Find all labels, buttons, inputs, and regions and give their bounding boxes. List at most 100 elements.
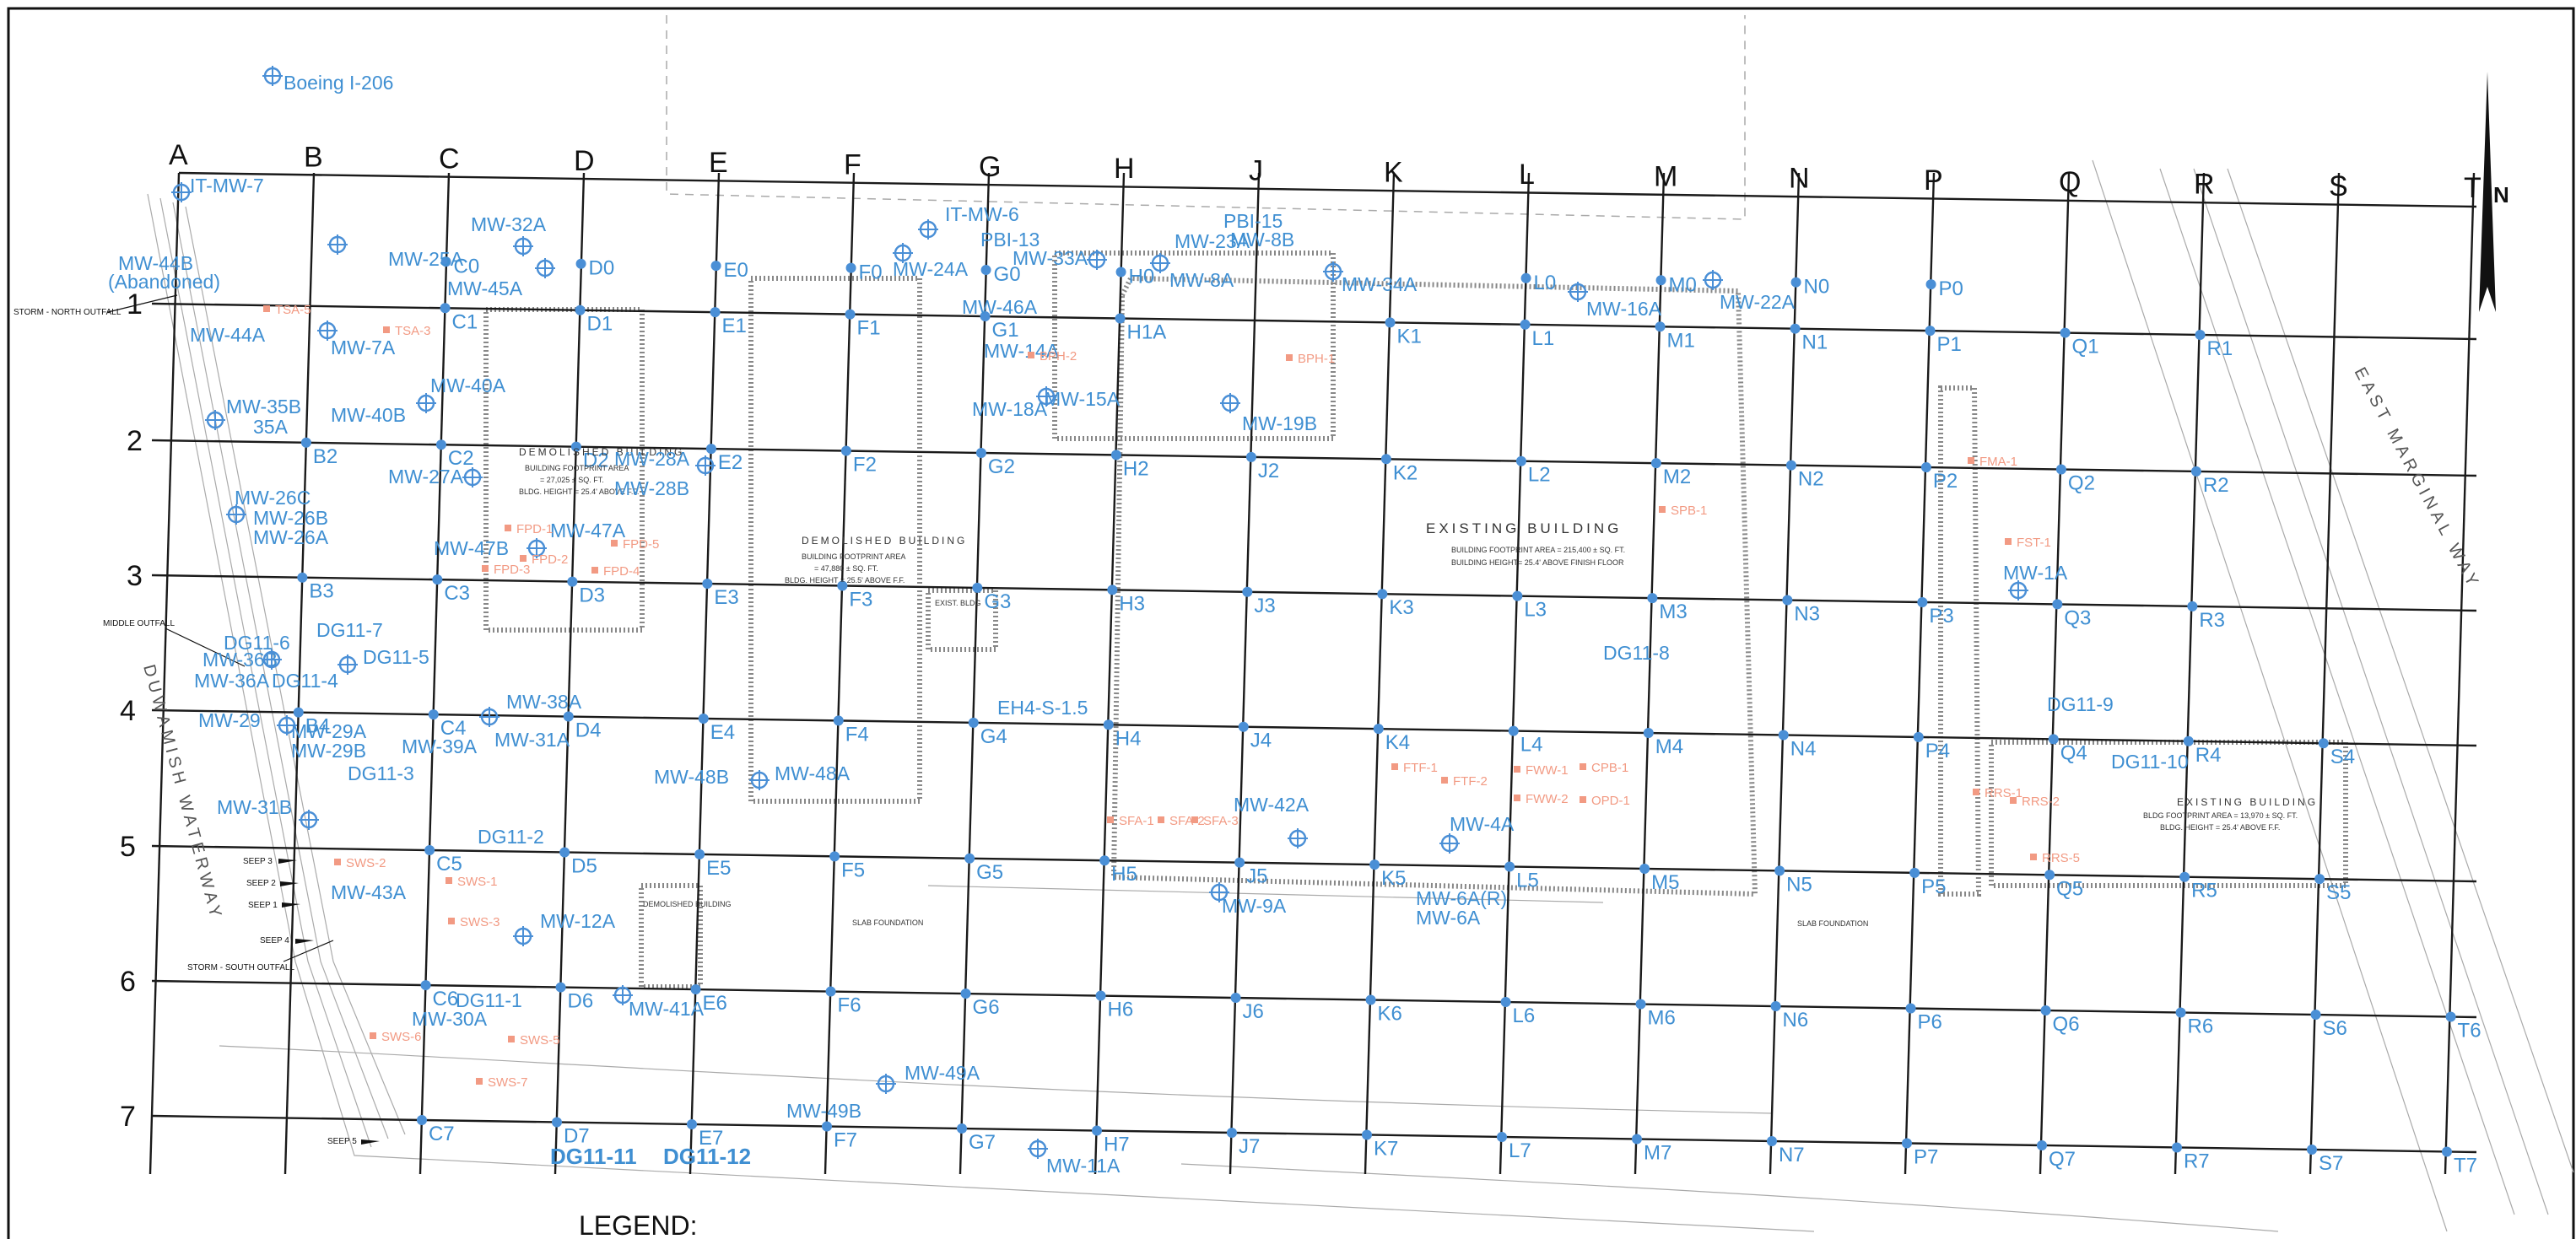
sample-tsa-5: TSA-5 <box>275 303 311 317</box>
grid-node-J2: J2 <box>1258 460 1279 482</box>
column-label-L: L <box>1519 159 1535 191</box>
grid-node-marker <box>1631 1134 1642 1145</box>
row-label-6: 6 <box>120 966 136 998</box>
grid-node-H3: H3 <box>1119 592 1145 615</box>
well-marker-cross <box>338 655 358 675</box>
grid-node-J3: J3 <box>1254 595 1275 617</box>
sample-marker <box>482 565 489 572</box>
seep-5-label: SEEP 5 <box>327 1137 357 1146</box>
sample-marker <box>1514 795 1520 801</box>
grid-node-marker <box>702 579 713 590</box>
well-mw-44a: MW-44A <box>190 324 266 346</box>
grid-node-D2: D2 <box>583 450 609 472</box>
grid-line-row-1 <box>151 302 2477 341</box>
grid-node-marker <box>845 262 856 273</box>
grid-node-M6: M6 <box>1648 1007 1676 1030</box>
grid-node-marker <box>1901 1138 1912 1149</box>
grid-node-marker <box>2060 327 2071 338</box>
grid-node-Q5: Q5 <box>2056 877 2083 900</box>
grid-node-P3: P3 <box>1929 605 1953 628</box>
well-mw-39a: MW-39A <box>402 735 478 757</box>
grid-node-marker <box>432 574 443 585</box>
sample-marker <box>1191 816 1198 823</box>
sample-marker <box>508 1036 515 1042</box>
grid-node-marker <box>2055 464 2066 475</box>
grid-node-F7: F7 <box>834 1129 857 1151</box>
well-mw-48b: MW-48B <box>654 766 729 788</box>
well-mw-29b: MW-29B <box>291 740 366 762</box>
grid-node-marker <box>567 576 578 587</box>
sample-marker <box>1441 777 1448 784</box>
grid-node-S7: S7 <box>2319 1152 2343 1175</box>
well-marker-cross <box>527 538 547 558</box>
grid-node-marker <box>698 713 709 724</box>
sample-marker <box>476 1078 483 1085</box>
grid-node-marker <box>1790 277 1801 288</box>
well-mw-8b: MW-8B <box>1230 229 1294 250</box>
grid-node-H1A: H1A <box>1127 321 1167 343</box>
grid-node-G4: G4 <box>980 725 1007 748</box>
grid-node-marker <box>1778 730 1789 741</box>
well-mw-38a: MW-38A <box>506 691 582 713</box>
existing-building-main-area: BUILDING FOOTPRINT AREA = 215,400 ± SQ. … <box>1451 546 1625 554</box>
grid-node-D7: D7 <box>564 1124 590 1147</box>
boeing-i-206-label: Boeing I-206 <box>284 72 393 94</box>
existing-building-main-title: EXISTING BUILDING <box>1426 520 1622 536</box>
well-marker-cross <box>918 219 938 240</box>
grid-node-marker <box>2441 1146 2452 1157</box>
row-label-4: 4 <box>120 695 136 727</box>
existing-building-east-title: EXISTING BUILDING <box>2177 796 2318 808</box>
grid-line-col-C <box>419 172 451 1175</box>
grid-node-marker <box>686 1118 697 1129</box>
sample-marker <box>1391 763 1398 770</box>
well-mw-9a: MW-9A <box>1222 895 1287 917</box>
grid-line-col-K <box>1364 172 1396 1175</box>
legend-title: LEGEND: <box>579 1210 697 1239</box>
well-marker-cross <box>205 410 225 430</box>
seep-2-label: SEEP 2 <box>246 879 276 888</box>
well-dg11-7: DG11-7 <box>316 619 383 641</box>
well-mw-46a: MW-46A <box>962 296 1038 318</box>
grid-line-row-2 <box>151 439 2477 477</box>
grid-node-P2: P2 <box>1933 470 1958 493</box>
seep-1-label: SEEP 1 <box>248 901 278 910</box>
sample-rrs-2: RRS-2 <box>2022 795 2060 809</box>
grid-node-marker <box>2171 1142 2182 1153</box>
grid-node-marker <box>1500 997 1511 1008</box>
grid-node-Q4: Q4 <box>2060 741 2087 764</box>
sample-marker <box>1158 816 1164 823</box>
grid-node-E5: E5 <box>706 857 731 880</box>
property-boundary <box>666 15 1746 220</box>
well-mw-24a: MW-24A <box>893 258 969 280</box>
grid-node-J6: J6 <box>1243 1000 1264 1023</box>
sample-fpd-5: FPD-5 <box>623 537 659 552</box>
grid-node-marker <box>293 707 304 718</box>
grid-node-marker <box>570 441 581 452</box>
grid-node-marker <box>1920 462 1931 473</box>
well-eh4-s-1-5: EH4-S-1.5 <box>997 697 1088 719</box>
grid-node-marker <box>1385 317 1396 328</box>
grid-node-K1: K1 <box>1397 325 1422 347</box>
grid-node-marker <box>420 980 431 991</box>
grid-node-C6: C6 <box>433 988 459 1010</box>
sample-marker <box>263 305 270 312</box>
grid-node-H4: H4 <box>1115 727 1142 750</box>
sample-marker <box>2005 538 2012 545</box>
grid-node-G1: G1 <box>992 319 1019 342</box>
grid-node-marker <box>2052 599 2063 610</box>
well-marker-cross <box>1087 250 1107 270</box>
grid-node-D6: D6 <box>568 990 594 1013</box>
grid-node-E2: E2 <box>718 451 743 474</box>
grid-node-K2: K2 <box>1393 461 1418 484</box>
grid-line-row-3 <box>151 574 2477 612</box>
grid-node-H2: H2 <box>1123 457 1149 480</box>
grid-node-G2: G2 <box>988 455 1015 478</box>
sample-sws-7: SWS-7 <box>488 1075 528 1090</box>
grid-node-R4: R4 <box>2195 744 2222 767</box>
well-marker-cross <box>416 393 436 413</box>
well-dg11-9: DG11-9 <box>2047 693 2114 715</box>
sample-bph-2: BPH-2 <box>1040 349 1077 364</box>
grid-node-K6: K6 <box>1378 1003 1402 1026</box>
column-label-P: P <box>1924 164 1943 197</box>
